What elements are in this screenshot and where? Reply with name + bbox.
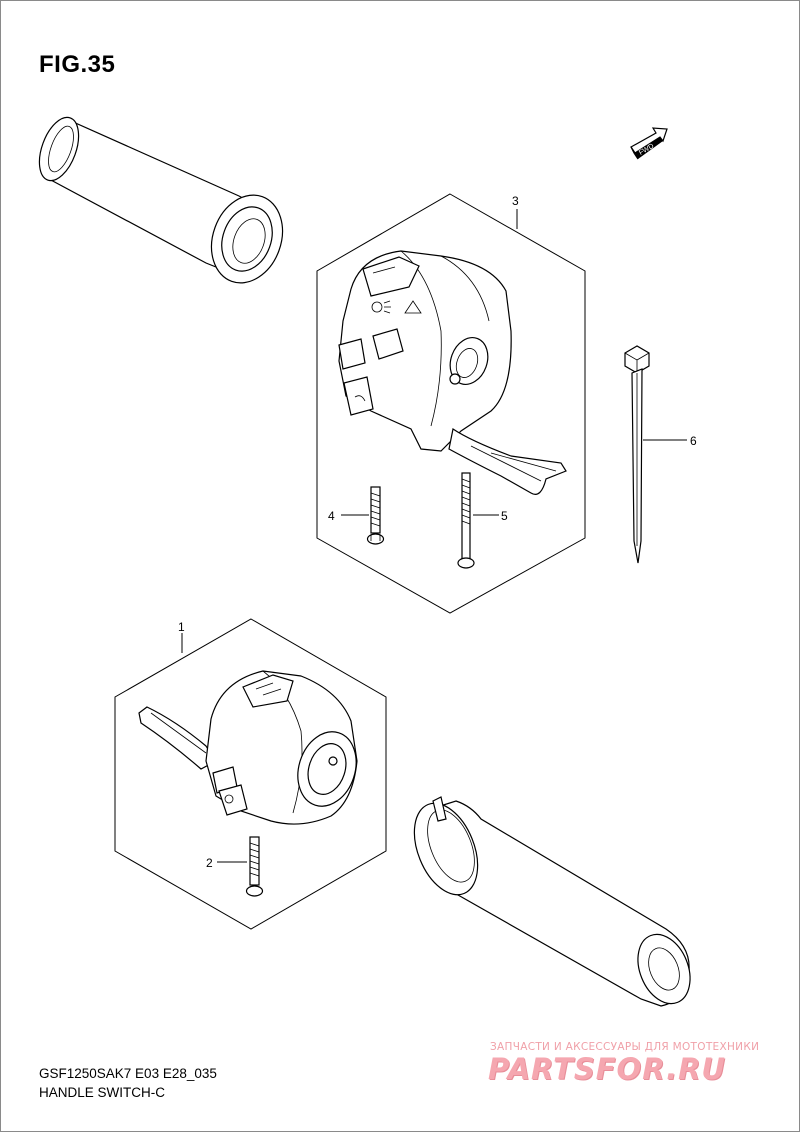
screw-5-part	[457, 472, 475, 569]
callout-2: 2	[206, 856, 247, 870]
callout-1: 1	[178, 620, 185, 653]
section-name: HANDLE SWITCH-C	[39, 1085, 166, 1100]
left-handle-switch-part	[138, 670, 358, 825]
screw-2-part	[245, 836, 264, 897]
callout-1-label: 1	[178, 620, 185, 634]
diagram-footer: GSF1250SAK7 E03 E28_035 HANDLE SWITCH-C	[39, 1064, 217, 1102]
callout-4-label: 4	[328, 509, 335, 523]
fwd-arrow-icon: FWD	[630, 127, 668, 160]
right-handle-switch-part	[338, 250, 567, 495]
throttle-grip-part	[413, 796, 691, 1007]
watermark-brand-logo: PARTSFOR.RU	[488, 1052, 726, 1086]
lower-kit-frame	[114, 618, 387, 930]
cable-tie-6-part	[624, 345, 650, 564]
model-code: GSF1250SAK7 E03 E28_035	[39, 1066, 217, 1081]
upper-kit-frame	[316, 193, 586, 614]
screw-4-part	[366, 486, 385, 545]
watermark-tagline: ЗАПЧАСТИ И АКСЕССУАРЫ ДЛЯ МОТОТЕХНИКИ	[490, 1041, 760, 1053]
figure-title: FIG.35	[39, 51, 116, 78]
callout-5-label: 5	[501, 509, 508, 523]
callout-3-label: 3	[512, 194, 519, 208]
left-grip-part	[38, 116, 284, 284]
callout-6: 6	[643, 434, 697, 448]
callout-4: 4	[328, 509, 369, 523]
callout-6-label: 6	[690, 434, 697, 448]
callout-5: 5	[473, 509, 508, 523]
callout-2-label: 2	[206, 856, 213, 870]
callout-3: 3	[512, 194, 519, 229]
